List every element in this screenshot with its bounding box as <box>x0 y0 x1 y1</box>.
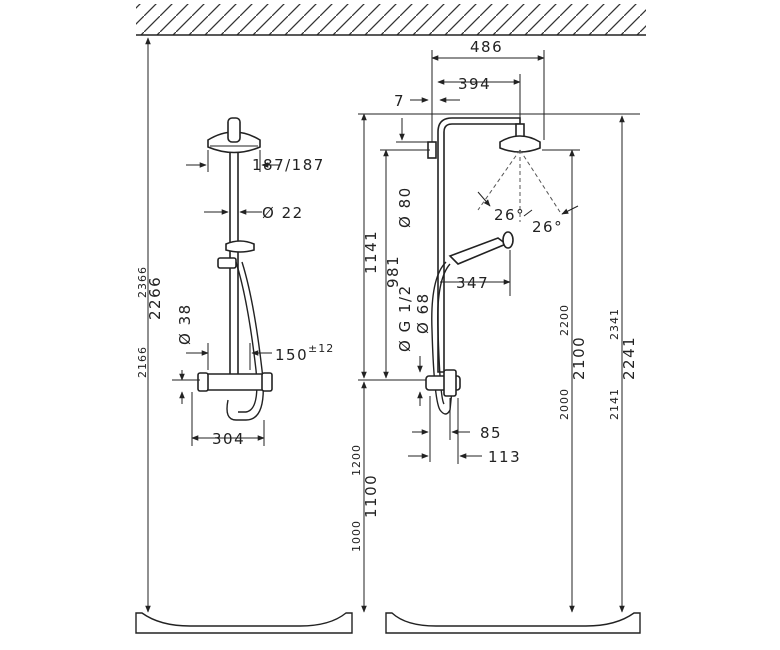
label-total-width: 486 <box>470 38 503 56</box>
right-shower-unit <box>425 117 561 415</box>
left-shower-unit <box>197 117 273 421</box>
floor-right <box>385 612 641 634</box>
label-height-2166: 2166 <box>136 346 149 378</box>
label-length-981: 981 <box>384 255 402 288</box>
label-head-width: 187/187 <box>252 156 325 174</box>
label-outlet-diameter: Ø 38 <box>176 303 194 345</box>
left-dimension-labels: 187/187 Ø 22 Ø 38 150 ±12 304 2166 2266 … <box>136 156 334 448</box>
label-height-2100: 2100 <box>570 336 588 380</box>
label-height-2141: 2141 <box>608 388 621 420</box>
label-offset-80: Ø 80 <box>396 186 414 228</box>
label-spray-angle-1: 26° <box>494 206 525 224</box>
label-hand-shower-offset: 347 <box>456 274 489 292</box>
ceiling <box>136 4 646 36</box>
label-projection-tolerance: ±12 <box>308 342 334 355</box>
right-dimension-labels: 486 394 7 Ø 80 1141 981 Ø G 1/2 Ø 68 347… <box>350 38 638 552</box>
left-dimension-lines <box>145 37 280 613</box>
label-diameter-68: Ø 68 <box>414 292 432 334</box>
label-height-1200: 1200 <box>350 444 363 476</box>
label-arm-width: 394 <box>458 75 491 93</box>
label-height-2341: 2341 <box>608 308 621 340</box>
label-length-1141: 1141 <box>362 230 380 274</box>
floor-left <box>135 612 353 634</box>
right-dimension-lines <box>358 50 640 613</box>
label-height-1100: 1100 <box>362 474 380 518</box>
label-height-2000: 2000 <box>558 388 571 420</box>
label-pipe-diameter: Ø 22 <box>262 204 304 222</box>
label-spray-angle-2: 26° <box>532 218 563 236</box>
label-thread: Ø G 1/2 <box>396 284 414 352</box>
label-height-1000: 1000 <box>350 520 363 552</box>
label-height-2266: 2266 <box>146 276 164 320</box>
label-height-2241: 2241 <box>620 336 638 380</box>
label-projection: 150 <box>275 346 308 364</box>
label-wall-gap: 7 <box>394 92 405 110</box>
label-depth-113: 113 <box>488 448 521 466</box>
label-height-2366: 2366 <box>136 266 149 298</box>
label-mixer-width: 304 <box>212 430 245 448</box>
label-height-2200: 2200 <box>558 304 571 336</box>
label-depth-85: 85 <box>480 424 502 442</box>
